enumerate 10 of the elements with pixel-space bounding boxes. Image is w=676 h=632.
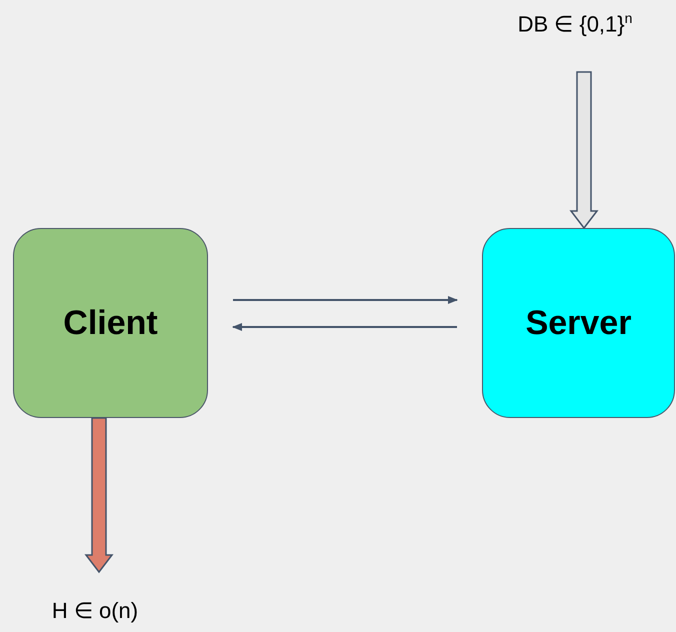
math-label: DB ∈ {0,1}$^{n}$ [518, 10, 632, 38]
box-label: Client [63, 304, 158, 342]
math-label: H ∈ o(n) [52, 598, 138, 624]
arrow [233, 296, 458, 304]
block-arrow [84, 417, 114, 574]
rounded-box [482, 228, 675, 418]
block-arrow [569, 71, 599, 230]
rounded-box [13, 228, 208, 418]
box-label: Server [526, 304, 632, 342]
arrow [232, 323, 457, 331]
